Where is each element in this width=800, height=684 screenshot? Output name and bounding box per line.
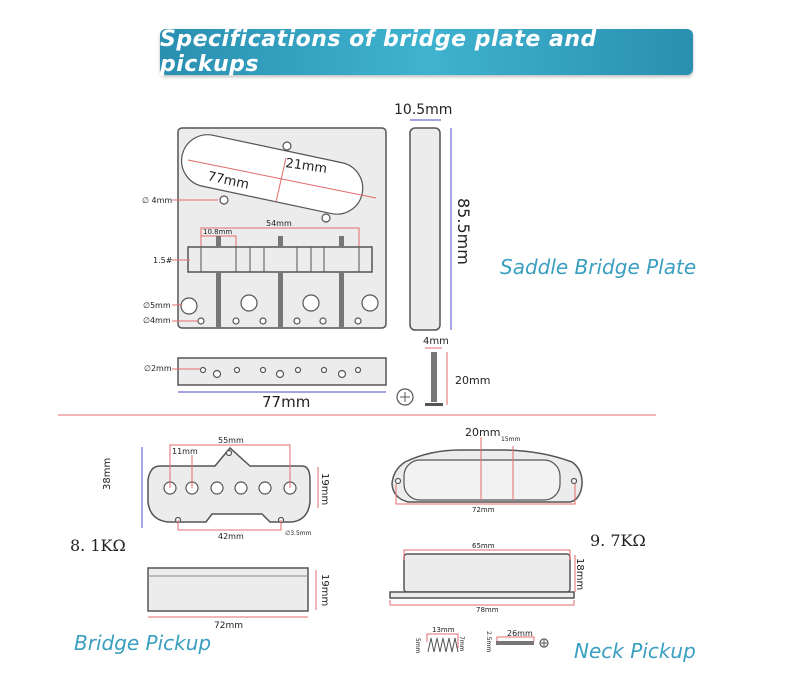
- spring-bot-label: 7mm: [458, 636, 465, 652]
- plate-width-label: 77mm: [262, 393, 310, 411]
- saddle-span-label: 54mm: [266, 219, 292, 228]
- bridge-plate-front-view: ∅2mm 77mm: [144, 357, 387, 411]
- bp-mount-hole-label: ∅3.5mm: [285, 530, 312, 537]
- bridge-pickup-resistance: 8. 1KΩ: [70, 536, 126, 555]
- neck-pickup-label: Neck Pickup: [574, 639, 696, 663]
- slot-width-label: 21mm: [284, 156, 328, 177]
- spring-len-label: 13mm: [432, 626, 455, 634]
- side-width-label: 10.5mm: [394, 102, 452, 118]
- bridge-plate-side-view: 10.5mm 85.5mm: [394, 102, 473, 331]
- neck-pickup-side-view: 65mm 18mm 78mm: [389, 542, 585, 614]
- screw-dia-label: 4mm: [423, 336, 449, 347]
- np-cover-len-label: 65mm: [472, 542, 495, 550]
- bp-pole-spacing-label: 11mm: [172, 447, 198, 456]
- bp-span-label: 55mm: [218, 436, 244, 445]
- bp-length-label: 72mm: [214, 621, 243, 631]
- spring-top-label: 5mm: [414, 638, 421, 654]
- bridge-pickup-side-view: 19mm 72mm: [147, 567, 330, 631]
- bridge-plate-top-view: 77mm 21mm ∅ 4mm 54mm 10.8mm 1.5# ∅5mm ∅4…: [142, 127, 387, 329]
- bp-mount-span-label: 42mm: [218, 532, 244, 541]
- saddle-width-label: 10.8mm: [203, 228, 232, 236]
- hole-4mm-b-label: ∅4mm: [143, 316, 171, 325]
- hole-5mm-label: ∅5mm: [143, 301, 171, 310]
- np-width-label: 20mm: [465, 426, 500, 439]
- bridge-pickup-label: Bridge Pickup: [74, 631, 211, 655]
- hole-4mm-label: ∅ 4mm: [142, 196, 172, 205]
- bp-side-height-label: 19mm: [319, 574, 330, 606]
- np-base-len-label: 78mm: [476, 606, 499, 614]
- hole-2mm-label: ∅2mm: [144, 364, 172, 373]
- neck-pickup-top-view: 20mm 15mm 72mm: [391, 426, 583, 514]
- screw-len-label-neck: 26mm: [507, 629, 533, 638]
- bridge-pickup-top-view: 55mm 11mm 38mm 19mm 42mm ∅3.5mm: [102, 436, 330, 541]
- np-length-label: 72mm: [472, 506, 495, 514]
- spring-and-screw-accessories: 13mm 5mm 7mm 26mm 2.5mm: [414, 626, 549, 654]
- np-inner-label: 15mm: [501, 436, 520, 443]
- neck-pickup-resistance: 9. 7KΩ: [590, 531, 646, 550]
- title-banner: Specifications of bridge plate and picku…: [160, 27, 693, 77]
- bp-pole-height-label: 19mm: [319, 473, 330, 505]
- np-cover-h-label: 18mm: [574, 558, 585, 590]
- screw-size-label: 1.5#: [153, 256, 173, 265]
- mounting-screw: 4mm 20mm: [396, 336, 490, 406]
- plate-height-label: 85.5mm: [454, 198, 473, 265]
- bp-height-label: 38mm: [102, 458, 113, 490]
- saddle-bridge-plate-label: Saddle Bridge Plate: [500, 255, 696, 279]
- screw-dia-label-neck: 2.5mm: [485, 631, 492, 652]
- screw-len-label: 20mm: [455, 374, 490, 387]
